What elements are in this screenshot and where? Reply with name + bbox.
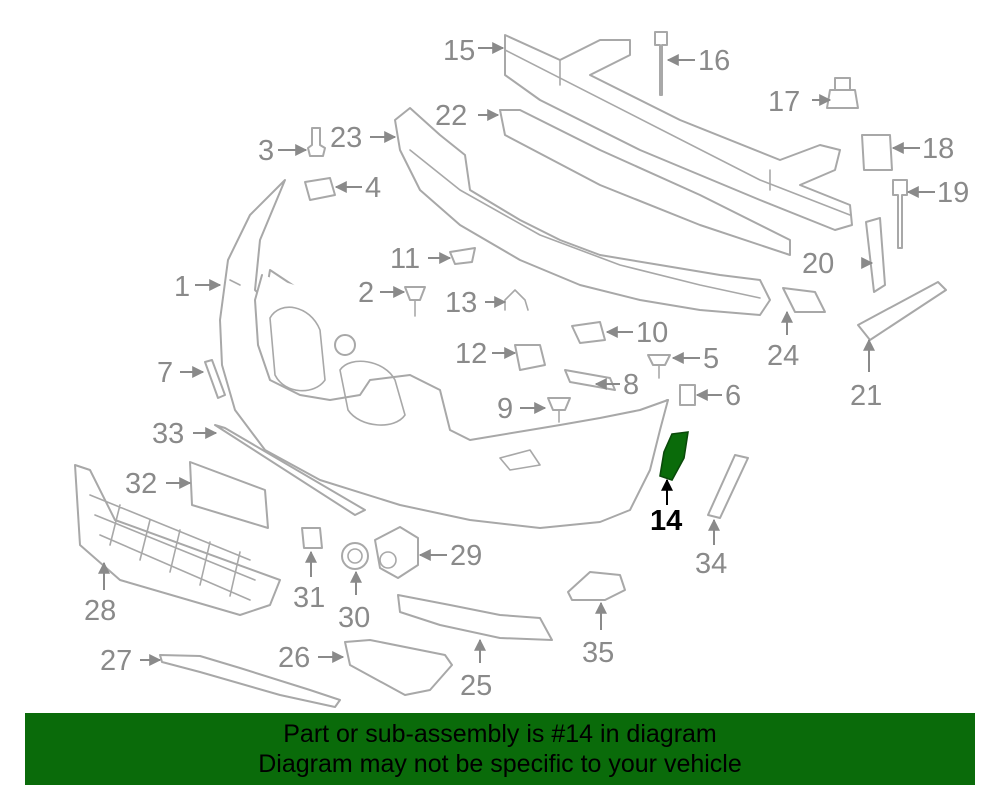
label-21: 21	[850, 380, 882, 412]
part-30-ring[interactable]	[341, 542, 369, 570]
leader-lines	[98, 42, 935, 666]
label-4: 4	[365, 172, 381, 204]
label-11: 11	[390, 243, 420, 275]
part-9-push-pin[interactable]	[547, 397, 571, 423]
banner-line-2: Diagram may not be specific to your vehi…	[258, 750, 742, 778]
part-number-labels: 15 16 17 18 19 22 23 3 4 1 11 2 13 10 12…	[84, 35, 969, 702]
label-13: 13	[445, 287, 477, 319]
label-8: 8	[623, 369, 639, 401]
label-5: 5	[703, 343, 719, 375]
label-23: 23	[330, 122, 362, 154]
banner-line-1: Part or sub-assembly is #14 in diagram	[283, 720, 717, 748]
label-20: 20	[802, 248, 834, 280]
part-28-grille[interactable]	[74, 464, 281, 616]
part-2-screw[interactable]	[404, 286, 426, 317]
part-13-wire-clip[interactable]	[504, 289, 529, 311]
label-29: 29	[450, 540, 482, 572]
label-3: 3	[258, 135, 274, 167]
label-6: 6	[725, 380, 741, 412]
label-28: 28	[84, 595, 116, 627]
part-29-sensor[interactable]	[374, 526, 419, 579]
label-19: 19	[937, 177, 969, 209]
part-16-bolt[interactable]	[654, 31, 668, 96]
label-15: 15	[443, 35, 475, 67]
part-32-plate[interactable]	[189, 461, 269, 529]
label-33: 33	[152, 418, 184, 450]
part-23-energy-absorber[interactable]	[394, 107, 771, 316]
part-1-bumper-cover[interactable]	[219, 179, 669, 529]
part-34-strip[interactable]	[707, 454, 749, 519]
label-35: 35	[582, 637, 614, 669]
part-6-clip[interactable]	[679, 384, 696, 406]
part-5-push-pin[interactable]	[647, 354, 671, 379]
part-15-bumper-reinforcement[interactable]	[504, 34, 853, 231]
label-17: 17	[768, 86, 800, 118]
label-31: 31	[293, 582, 325, 614]
part-20-bracket[interactable]	[865, 217, 886, 293]
label-9: 9	[497, 393, 513, 425]
label-10: 10	[636, 317, 668, 349]
label-14-highlighted: 14	[650, 505, 682, 537]
part-14-highlighted-bracket[interactable]	[659, 431, 689, 481]
part-21-bar[interactable]	[857, 281, 947, 341]
label-32: 32	[125, 468, 157, 500]
part-33-strip[interactable]	[214, 424, 366, 516]
label-7: 7	[157, 357, 173, 389]
part-17-nut[interactable]	[826, 77, 859, 109]
label-27: 27	[100, 645, 132, 677]
label-2: 2	[358, 277, 374, 309]
label-12: 12	[455, 338, 487, 370]
label-26: 26	[278, 642, 310, 674]
info-banner: Part or sub-assembly is #14 in diagram D…	[25, 713, 975, 785]
part-3-bolt[interactable]	[307, 127, 326, 157]
part-7-bracket[interactable]	[204, 359, 226, 399]
label-16: 16	[698, 45, 730, 77]
label-22: 22	[435, 100, 467, 132]
part-10-bracket[interactable]	[571, 321, 606, 344]
label-24: 24	[767, 340, 799, 372]
part-27-strip[interactable]	[159, 654, 341, 708]
part-18-bushing[interactable]	[861, 134, 893, 171]
part-22-absorber-bracket[interactable]	[499, 109, 791, 256]
part-31-clip[interactable]	[301, 527, 323, 549]
part-26-duct[interactable]	[344, 639, 453, 696]
label-34: 34	[695, 548, 727, 580]
label-18: 18	[922, 133, 954, 165]
label-25: 25	[460, 670, 492, 702]
part-11-trim[interactable]	[449, 247, 476, 265]
label-30: 30	[338, 602, 370, 634]
part-25-bracket[interactable]	[397, 594, 553, 641]
part-24-bracket[interactable]	[782, 287, 826, 313]
part-19-bolt[interactable]	[892, 179, 908, 249]
label-1: 1	[174, 271, 190, 303]
part-12-bracket[interactable]	[514, 344, 546, 371]
part-4-clip[interactable]	[304, 177, 336, 201]
part-35-sensor[interactable]	[567, 571, 626, 601]
